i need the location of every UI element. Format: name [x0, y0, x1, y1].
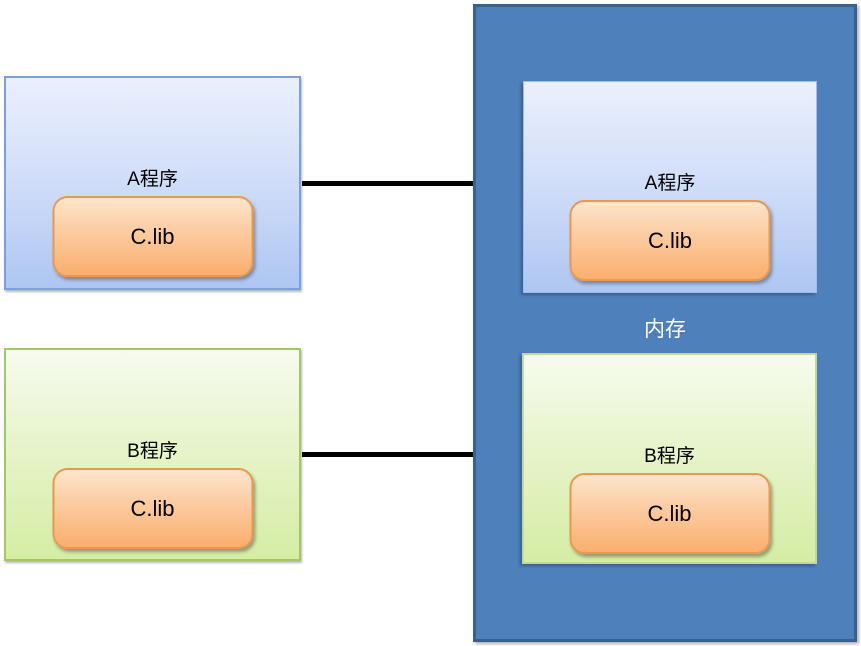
memory-program-b-label: B程序 [644, 446, 695, 467]
program-b-box: B程序 C.lib [4, 348, 301, 561]
memory-box: A程序 C.lib 内存 B程序 C.lib [473, 4, 857, 642]
memory-program-a-box: A程序 C.lib [523, 81, 817, 293]
program-b-label: B程序 [127, 441, 178, 462]
memory-program-a-clib-label: C.lib [647, 227, 692, 253]
program-a-box: A程序 C.lib [4, 76, 301, 290]
program-a-label: A程序 [127, 169, 178, 190]
arrow-b-line [302, 452, 503, 457]
memory-program-b-clib-box: C.lib [569, 473, 770, 554]
program-a-clib-box: C.lib [52, 196, 253, 277]
memory-program-b-clib-label: C.lib [647, 500, 692, 526]
program-b-clib-box: C.lib [52, 468, 253, 549]
program-b-clib-label: C.lib [130, 495, 175, 521]
memory-program-a-label: A程序 [644, 173, 696, 194]
memory-program-b-box: B程序 C.lib [522, 353, 817, 564]
memory-label: 内存 [644, 318, 686, 341]
memory-program-a-clib-box: C.lib [569, 200, 771, 281]
arrow-a-line [302, 181, 503, 186]
program-a-clib-label: C.lib [130, 223, 175, 249]
